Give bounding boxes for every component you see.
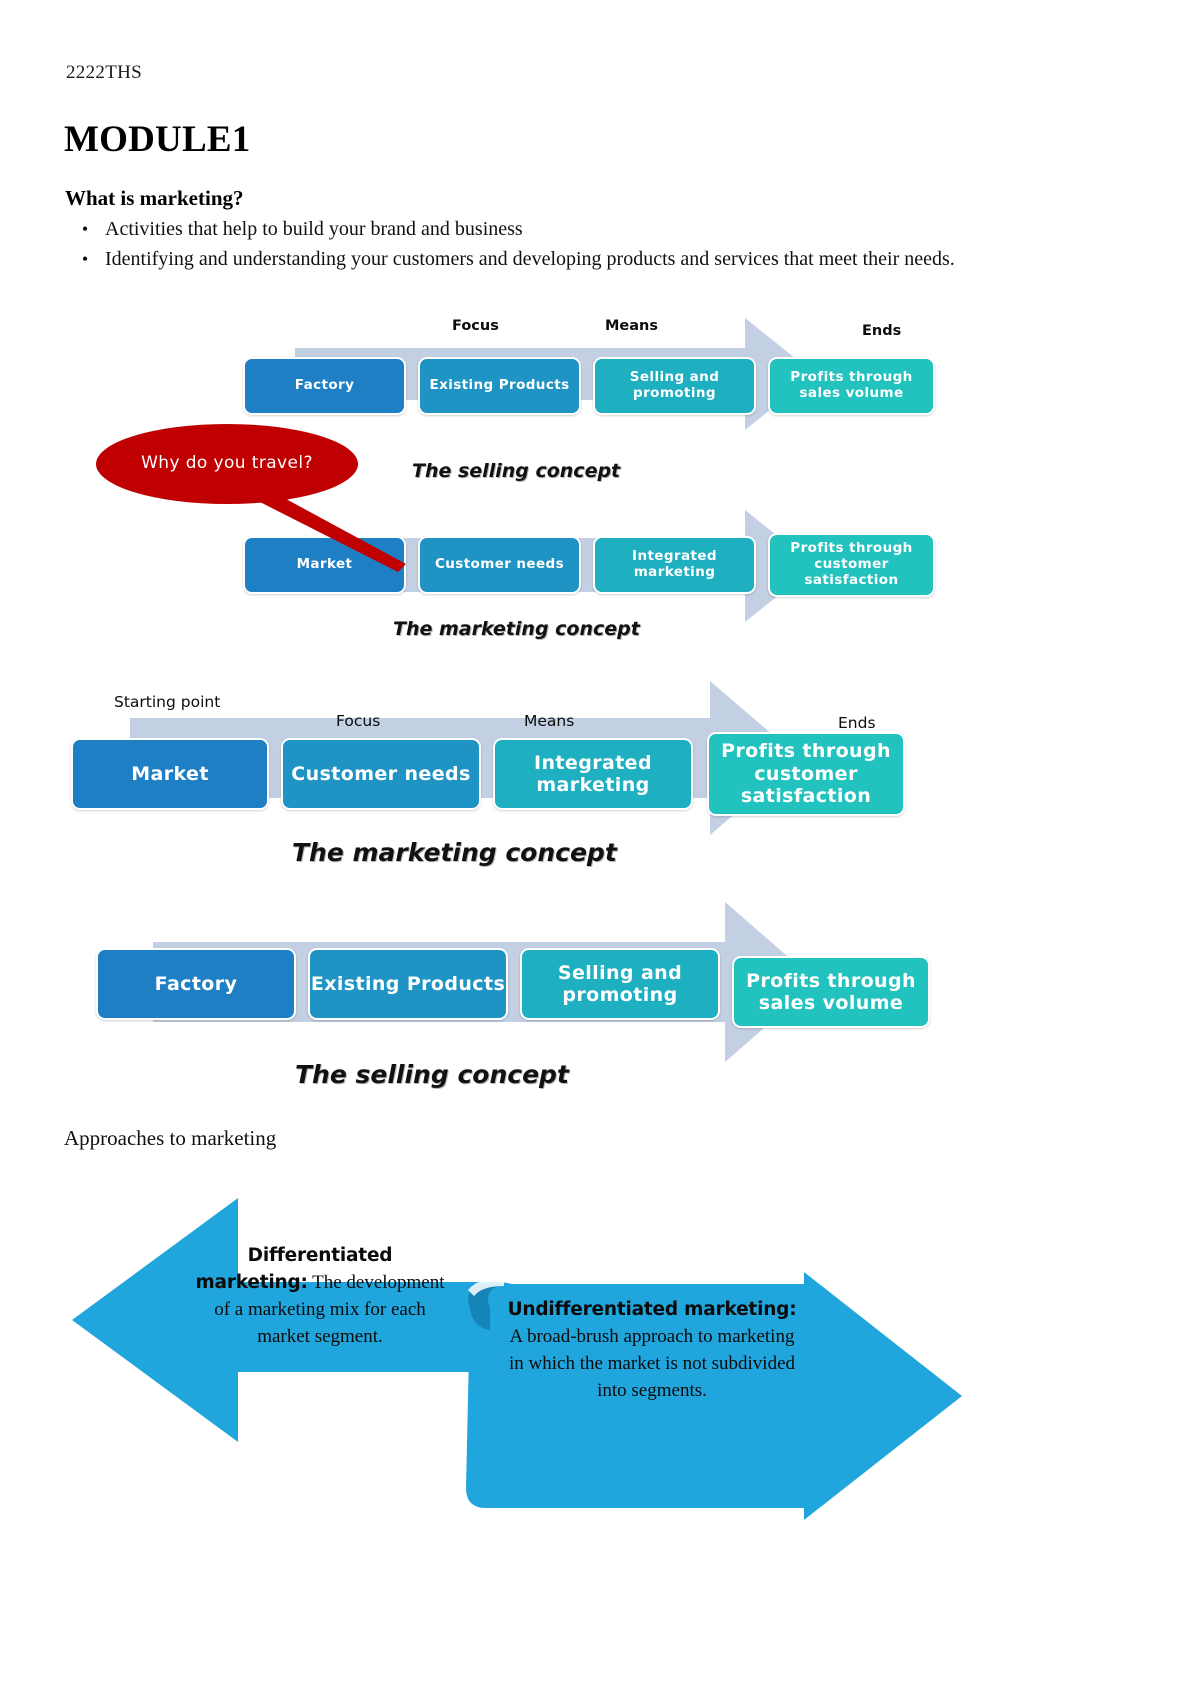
diagram-selling-concept-large: Factory Existing Products Selling and pr… <box>95 880 975 1110</box>
diagram-caption: The selling concept <box>295 1060 569 1089</box>
flow-step-4: Profits through customer satisfaction <box>707 732 905 816</box>
flow-step-4: Profits through sales volume <box>768 357 935 415</box>
callout-text: Why do you travel? <box>141 453 313 474</box>
approaches-heading: Approaches to marketing <box>64 1126 277 1150</box>
column-header-focus: Focus <box>452 318 499 334</box>
bullet-icon: • <box>81 249 89 269</box>
diagram-selling-concept-small: Focus Means Ends Factory Existing Produc… <box>240 310 960 510</box>
column-header-ends: Ends <box>838 714 876 732</box>
diagram-caption: The marketing concept <box>292 838 617 867</box>
flow-step-1: Factory <box>96 948 296 1020</box>
approach-text-differentiated: Differentiated marketing: The developmen… <box>190 1242 450 1350</box>
approach-arrow-differentiated: Differentiated marketing: The developmen… <box>66 1190 566 1450</box>
column-header-means: Means <box>605 318 659 334</box>
flow-step-2: Existing Products <box>308 948 508 1020</box>
flow-step-4: Profits through sales volume <box>732 956 930 1028</box>
bullet-list: • Activities that help to build your bra… <box>65 214 1065 274</box>
flow-step-3: Integrated marketing <box>493 738 693 810</box>
approach-body: The development of a marketing mix for e… <box>214 1272 445 1347</box>
flow-step-2: Existing Products <box>418 357 581 415</box>
list-item-text: Identifying and understanding your custo… <box>105 248 955 270</box>
flow-step-2: Customer needs <box>281 738 481 810</box>
flow-step-1: Factory <box>243 357 406 415</box>
approach-title: Undifferentiated marketing: <box>507 1299 797 1320</box>
callout-why-do-you-travel: Why do you travel? <box>96 424 516 624</box>
column-header-means: Means <box>524 712 575 730</box>
left-arrow-shape-icon <box>72 1198 536 1442</box>
bullet-icon: • <box>81 219 89 239</box>
flow-step-2: Customer needs <box>418 536 581 594</box>
callout-bubble: Why do you travel? <box>96 424 358 504</box>
flow-step-1: Market <box>71 738 269 810</box>
diagram-caption: The marketing concept <box>393 618 640 640</box>
approach-title: Differentiated marketing: <box>195 1245 393 1293</box>
approach-arrow-undifferentiated: Undifferentiated marketing: A broad-brus… <box>452 1270 972 1530</box>
document-code: 2222THS <box>66 62 142 83</box>
approach-body: A broad-brush approach to marketing in w… <box>508 1326 795 1401</box>
diagram-caption: The selling concept <box>412 460 621 482</box>
column-header-focus: Focus <box>336 712 381 730</box>
callout-pointer-icon <box>256 486 406 572</box>
flow-step-4: Profits through customer satisfaction <box>768 533 935 597</box>
column-header-starting-point: Starting point <box>114 693 221 711</box>
diagram-marketing-concept-large: Starting point Focus Means Ends Market C… <box>70 676 950 896</box>
list-item: • Activities that help to build your bra… <box>65 214 1065 244</box>
flow-step-3: Selling and promoting <box>520 948 720 1020</box>
column-header-ends: Ends <box>862 323 902 339</box>
flow-step-3: Selling and promoting <box>593 357 756 415</box>
right-arrow-shape-icon <box>466 1272 962 1520</box>
section-heading: What is marketing? <box>65 186 244 210</box>
list-item: • Identifying and understanding your cus… <box>65 244 1065 274</box>
flow-step-3: Integrated marketing <box>593 536 756 594</box>
page-title: MODULE1 <box>64 119 251 160</box>
approach-text-undifferentiated: Undifferentiated marketing: A broad-brus… <box>504 1296 800 1404</box>
list-item-text: Activities that help to build your brand… <box>105 218 523 240</box>
